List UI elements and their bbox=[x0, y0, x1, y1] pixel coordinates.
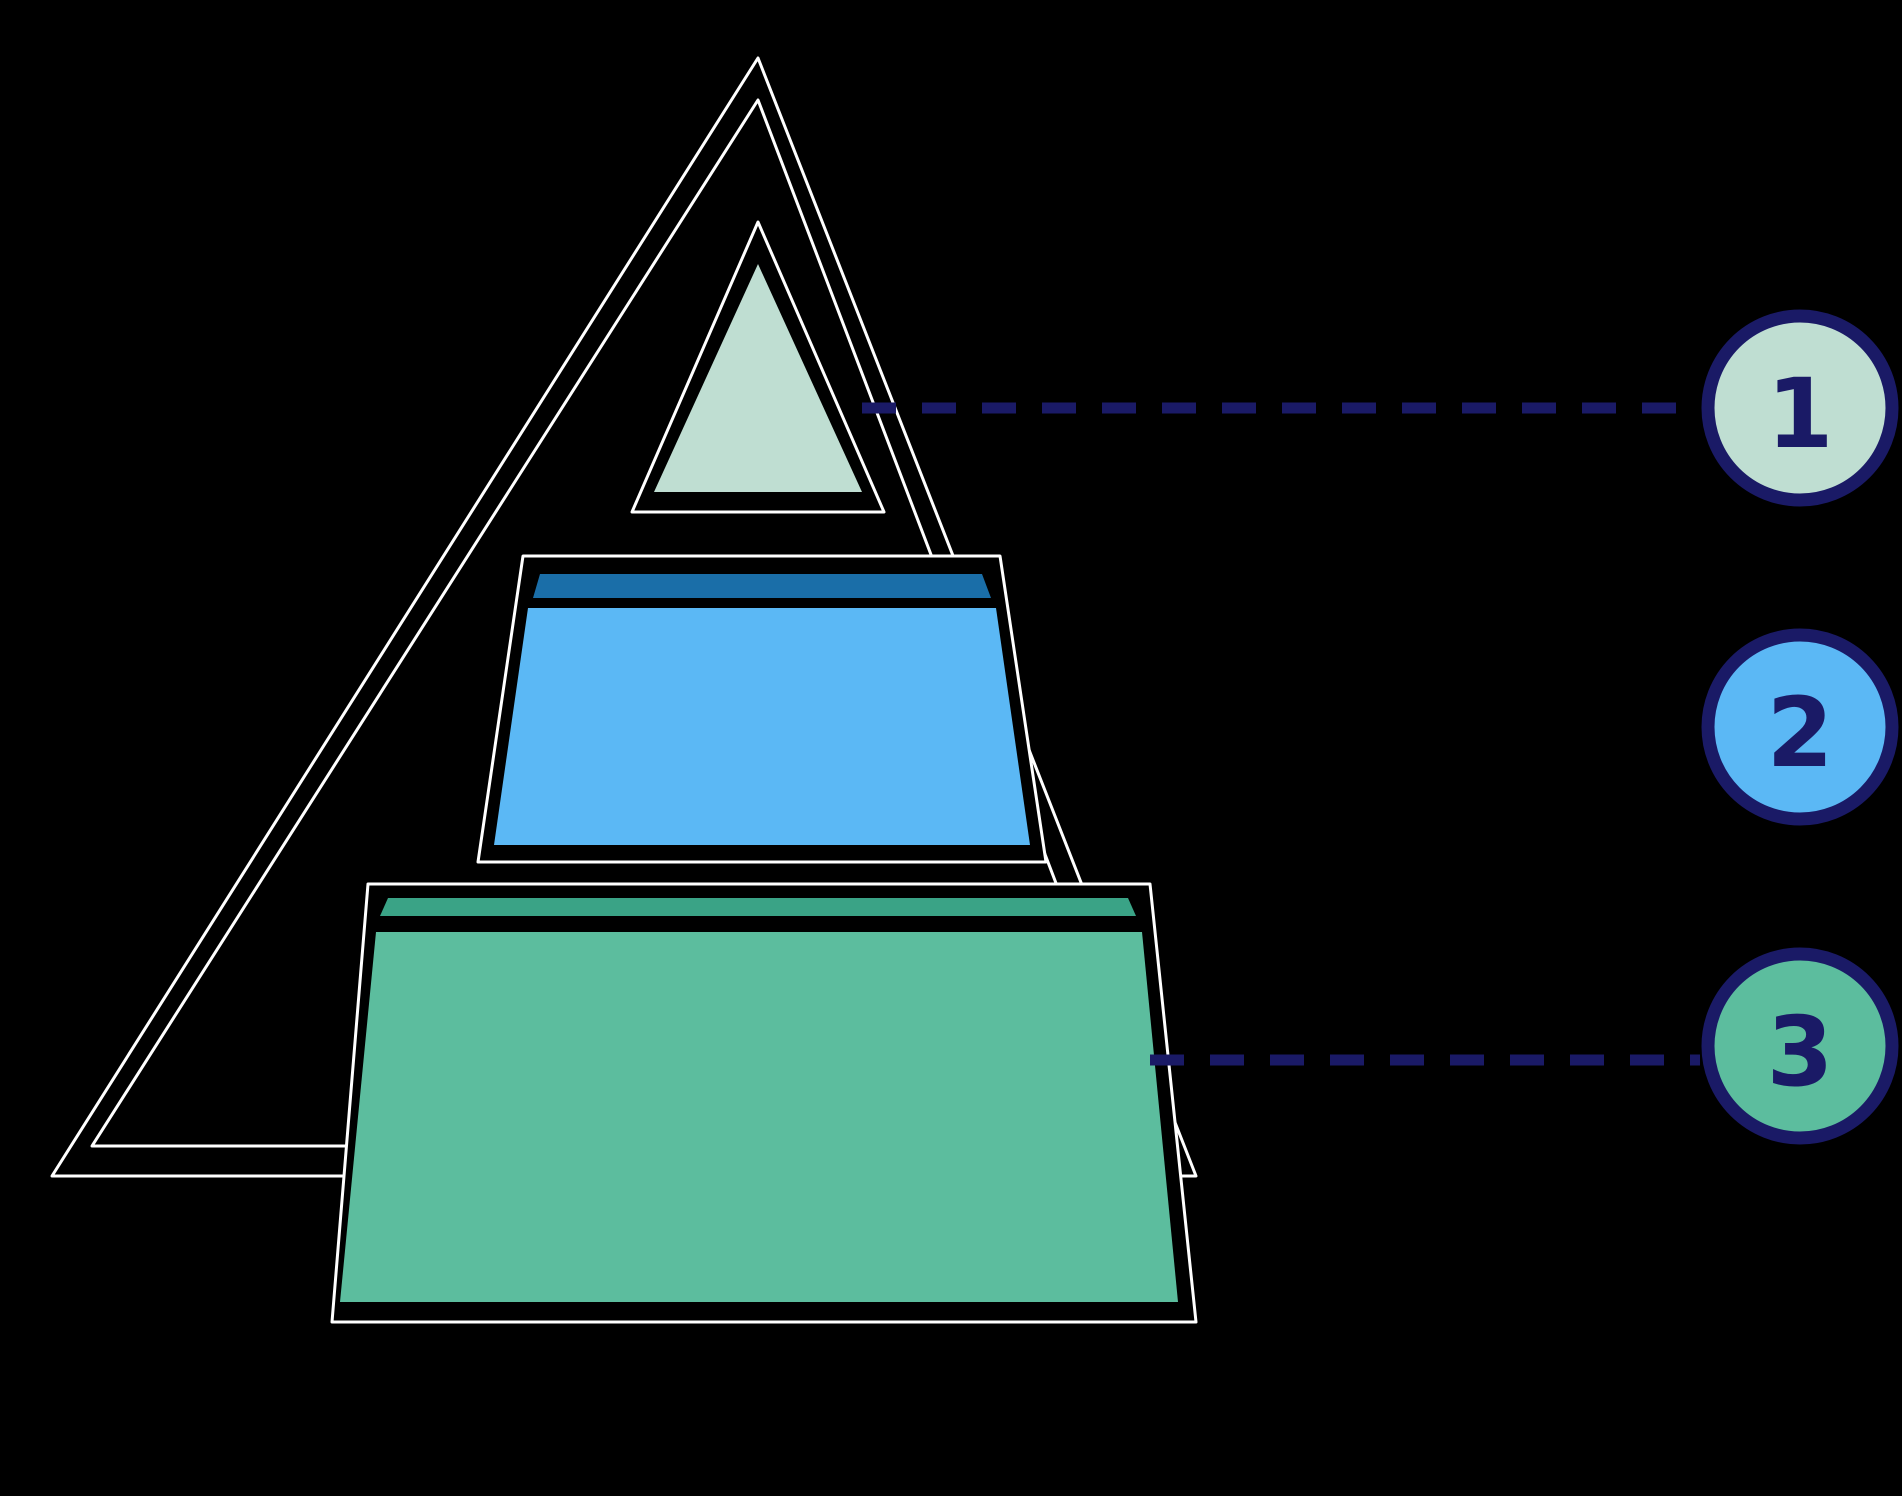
pyramid-level-3[interactable] bbox=[330, 882, 1198, 1324]
badge-2-circle[interactable] bbox=[1701, 628, 1899, 826]
badge-1-number: 1 bbox=[1767, 358, 1834, 470]
pyramid-level-1[interactable] bbox=[630, 220, 886, 514]
level-1-front-face bbox=[654, 264, 862, 492]
level-2-top-face bbox=[533, 574, 991, 598]
connector-lines bbox=[862, 402, 1700, 1066]
badge-3[interactable]: 3 bbox=[1701, 947, 1899, 1145]
level-2-front-face bbox=[494, 608, 1030, 845]
badge-3-circle[interactable] bbox=[1701, 947, 1899, 1145]
level-3-top-face bbox=[380, 898, 1136, 916]
badge-2-number: 2 bbox=[1767, 677, 1834, 789]
badge-3-number: 3 bbox=[1767, 996, 1834, 1108]
pyramid-level-2[interactable] bbox=[476, 554, 1048, 864]
badge-2[interactable]: 2 bbox=[1701, 628, 1899, 826]
badge-1-circle[interactable] bbox=[1701, 309, 1899, 507]
level-3-front-face bbox=[340, 932, 1178, 1302]
badge-1[interactable]: 1 bbox=[1701, 309, 1899, 507]
